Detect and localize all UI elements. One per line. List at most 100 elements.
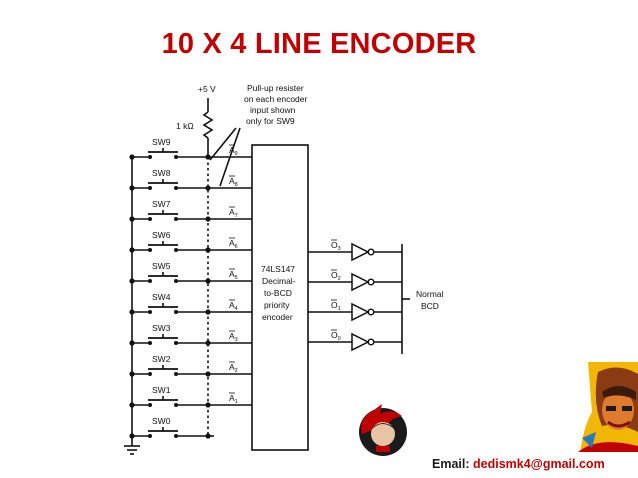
switch-contact: [148, 186, 152, 190]
switch-row: SW7: [129, 199, 252, 222]
input-name: A3: [229, 331, 238, 343]
input-subscript: 5: [235, 275, 238, 281]
chip-input-label: A3: [229, 330, 238, 343]
switch-contact: [148, 217, 152, 221]
chip-input-label: A7: [229, 206, 238, 219]
email-address: dedismk4@gmail.com: [473, 457, 605, 471]
email-label: Email:: [432, 457, 470, 471]
pullup-note: Pull-up resister on each encoder input s…: [244, 83, 307, 126]
junction-dot: [129, 247, 135, 253]
output-name: O0: [331, 330, 341, 342]
switch-contact: [148, 155, 152, 159]
encoder-chip-label: 74LS147 Decimal- to-BCD priority encoder: [261, 264, 296, 322]
switch-contact: [148, 434, 152, 438]
inverter-buffer: [351, 302, 370, 322]
input-subscript: 2: [235, 368, 238, 374]
inverter-bubble: [367, 338, 375, 346]
switch-contact: [148, 248, 152, 252]
chip-input-label: A2: [229, 361, 238, 374]
chip-input-label: A8: [229, 175, 238, 188]
bcd-note-line: Normal: [416, 289, 444, 299]
switch-contact: [148, 403, 152, 407]
switch-row: SW0: [129, 416, 214, 439]
pullup-note-line: only for SW9: [246, 116, 295, 126]
input-name: A5: [229, 269, 238, 281]
switch-label: SW4: [152, 292, 171, 302]
switch-row: SW2: [129, 354, 252, 377]
junction-dot: [129, 185, 135, 191]
switch-row: SW3: [129, 323, 252, 346]
output-row: O2: [308, 269, 402, 292]
output-name: O2: [331, 270, 341, 282]
chip-input-label: A9: [229, 144, 238, 157]
speaker-logo-image: [359, 404, 407, 456]
output-row: O3: [308, 239, 402, 262]
input-subscript: 1: [235, 399, 238, 405]
slide-title: 10 X 4 LINE ENCODER: [161, 28, 477, 60]
input-name: A1: [229, 393, 238, 405]
input-subscript: 8: [235, 182, 238, 188]
switch-label: SW6: [152, 230, 171, 240]
switch-label: SW0: [152, 416, 171, 426]
output-name: O1: [331, 300, 341, 312]
switch-contact: [148, 341, 152, 345]
chip-label-line: encoder: [262, 312, 293, 322]
chip-input-label: A6: [229, 237, 238, 250]
switch-contact: [148, 372, 152, 376]
switch-contact: [174, 248, 178, 252]
input-subscript: 4: [235, 306, 238, 312]
pullup-note-line: input shown: [250, 105, 296, 115]
junction-dot: [129, 402, 135, 408]
bcd-note-line: BCD: [421, 301, 439, 311]
pullup-note-line: on each encoder: [244, 94, 307, 104]
switch-row: SW4: [129, 292, 252, 315]
switch-contact: [174, 217, 178, 221]
chip-input-label: A5: [229, 268, 238, 281]
inverter-bubble: [367, 278, 375, 286]
switch-contact: [174, 186, 178, 190]
contact-email: Email: dedismk4@gmail.com: [432, 457, 605, 471]
inverter-buffer: [351, 272, 370, 292]
output-subscript: 0: [338, 336, 341, 342]
switch-row: SW9: [129, 137, 252, 160]
resistor-label: 1 kΩ: [176, 121, 194, 131]
input-name: A6: [229, 238, 238, 250]
output-row: O1: [308, 299, 402, 322]
pullup-note-line: Pull-up resister: [247, 83, 304, 93]
switch-label: SW1: [152, 385, 171, 395]
switch-contact: [174, 155, 178, 159]
inverter-buffer: [351, 242, 370, 262]
junction-dot: [129, 371, 135, 377]
switch-label: SW5: [152, 261, 171, 271]
switch-contact: [174, 372, 178, 376]
chip-input-label: A1: [229, 392, 238, 405]
input-name: A2: [229, 362, 238, 374]
output-subscript: 1: [338, 306, 341, 312]
chip-label-line: 74LS147: [261, 264, 295, 274]
switch-label: SW3: [152, 323, 171, 333]
junction-dot: [129, 278, 135, 284]
switch-label: SW9: [152, 137, 171, 147]
input-name: A7: [229, 207, 238, 219]
email-footer-bar: [418, 452, 638, 478]
chip-input-label: A4: [229, 299, 238, 312]
output-name: O3: [331, 240, 341, 252]
output-row: O0: [308, 329, 402, 352]
switch-contact: [174, 434, 178, 438]
switch-row: SW8: [129, 168, 252, 191]
switch-label: SW7: [152, 199, 171, 209]
switch-label: SW8: [152, 168, 171, 178]
junction-dot: [129, 340, 135, 346]
switch-label: SW2: [152, 354, 171, 364]
input-name: A8: [229, 176, 238, 188]
switch-row: SW1: [129, 385, 252, 408]
switch-contact: [174, 341, 178, 345]
switch-contact: [174, 279, 178, 283]
junction-dot: [129, 154, 135, 160]
input-name: A4: [229, 300, 238, 312]
input-subscript: 9: [235, 151, 238, 157]
switch-row: SW6: [129, 230, 252, 253]
junction-dot: [129, 309, 135, 315]
chip-label-line: Decimal-: [262, 276, 296, 286]
input-name: A9: [229, 145, 238, 157]
